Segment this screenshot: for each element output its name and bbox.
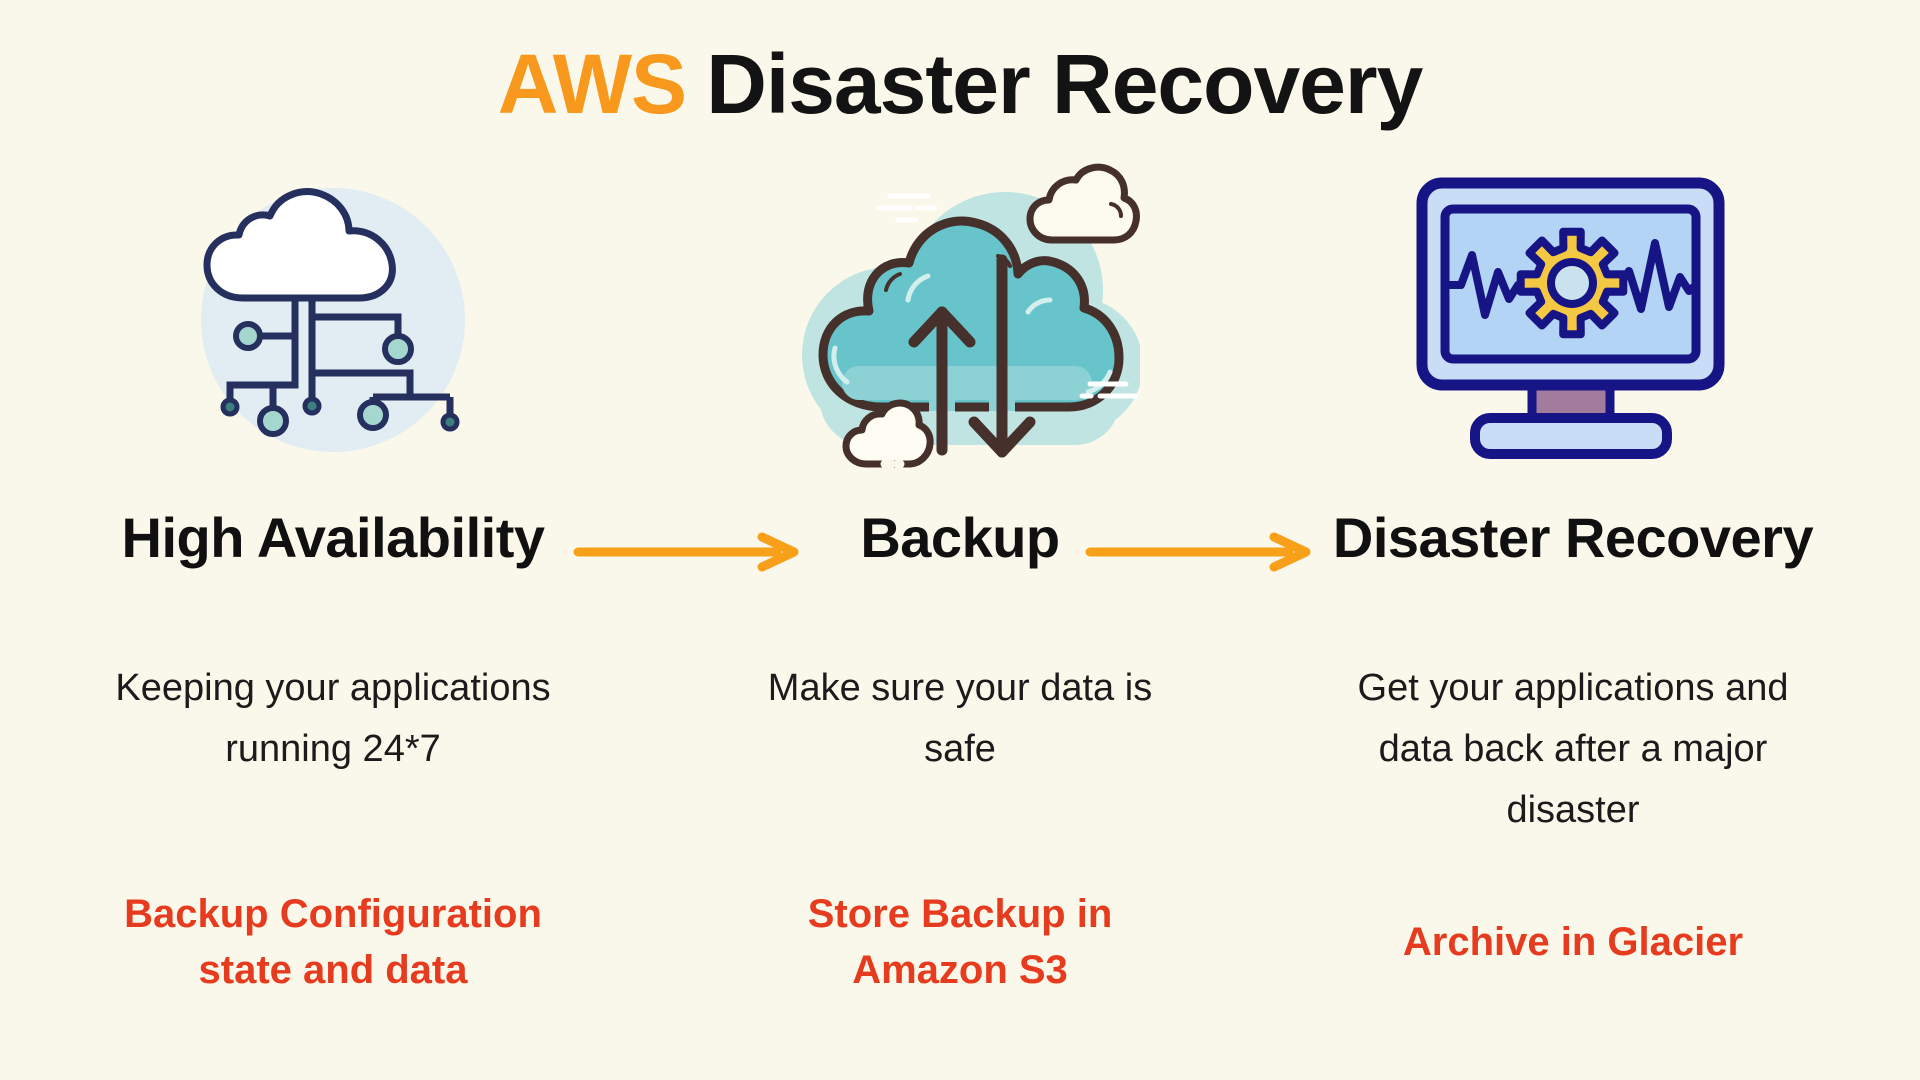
step-label-backup: Backup [860, 506, 1060, 569]
step-note-high-availability: Backup Configuration state and data [124, 892, 542, 992]
step-note-backup: Store Backup in Amazon S3 [807, 892, 1113, 992]
page-title-accent: AWS [497, 37, 687, 131]
step-note-disaster-recovery: Archive in Glacier [1402, 920, 1744, 964]
cloud-backup-arrows-icon [802, 163, 1140, 469]
cloud-shape [203, 188, 396, 302]
step-label-disaster-recovery: Disaster Recovery [1332, 506, 1814, 569]
monitor-stand-base [1470, 413, 1672, 459]
main-cloud-shape [818, 216, 1124, 412]
disaster-recovery-icon-slot [1273, 150, 1873, 480]
page-title-rest: Disaster Recovery [706, 37, 1423, 131]
flow-arrow-backup-to-dr [1085, 532, 1311, 572]
column-disaster-recovery: Disaster Recovery Get your applications … [1273, 0, 1873, 1080]
column-high-availability: High Availability Keeping your applicati… [33, 0, 633, 1080]
backup-icon-slot [660, 150, 1260, 480]
step-description-high-availability: Keeping your applications running 24*7 [115, 667, 551, 770]
step-description-disaster-recovery: Get your applications and data back afte… [1357, 667, 1789, 831]
pulse-line [1441, 239, 1700, 319]
high-availability-icon-slot [33, 150, 633, 480]
column-backup: Backup Make sure your data is safe Store… [660, 0, 1260, 1080]
small-cloud-bottom-icon [842, 399, 934, 468]
step-description-backup: Make sure your data is safe [767, 667, 1153, 770]
monitor-pulse-gear-icon [1416, 177, 1725, 459]
flow-arrow-ha-to-backup [573, 532, 799, 572]
step-label-high-availability: High Availability [121, 506, 545, 569]
cloud-network-icon [201, 188, 465, 452]
small-cloud-top-icon [1026, 163, 1140, 244]
gear-hub [1547, 258, 1597, 308]
